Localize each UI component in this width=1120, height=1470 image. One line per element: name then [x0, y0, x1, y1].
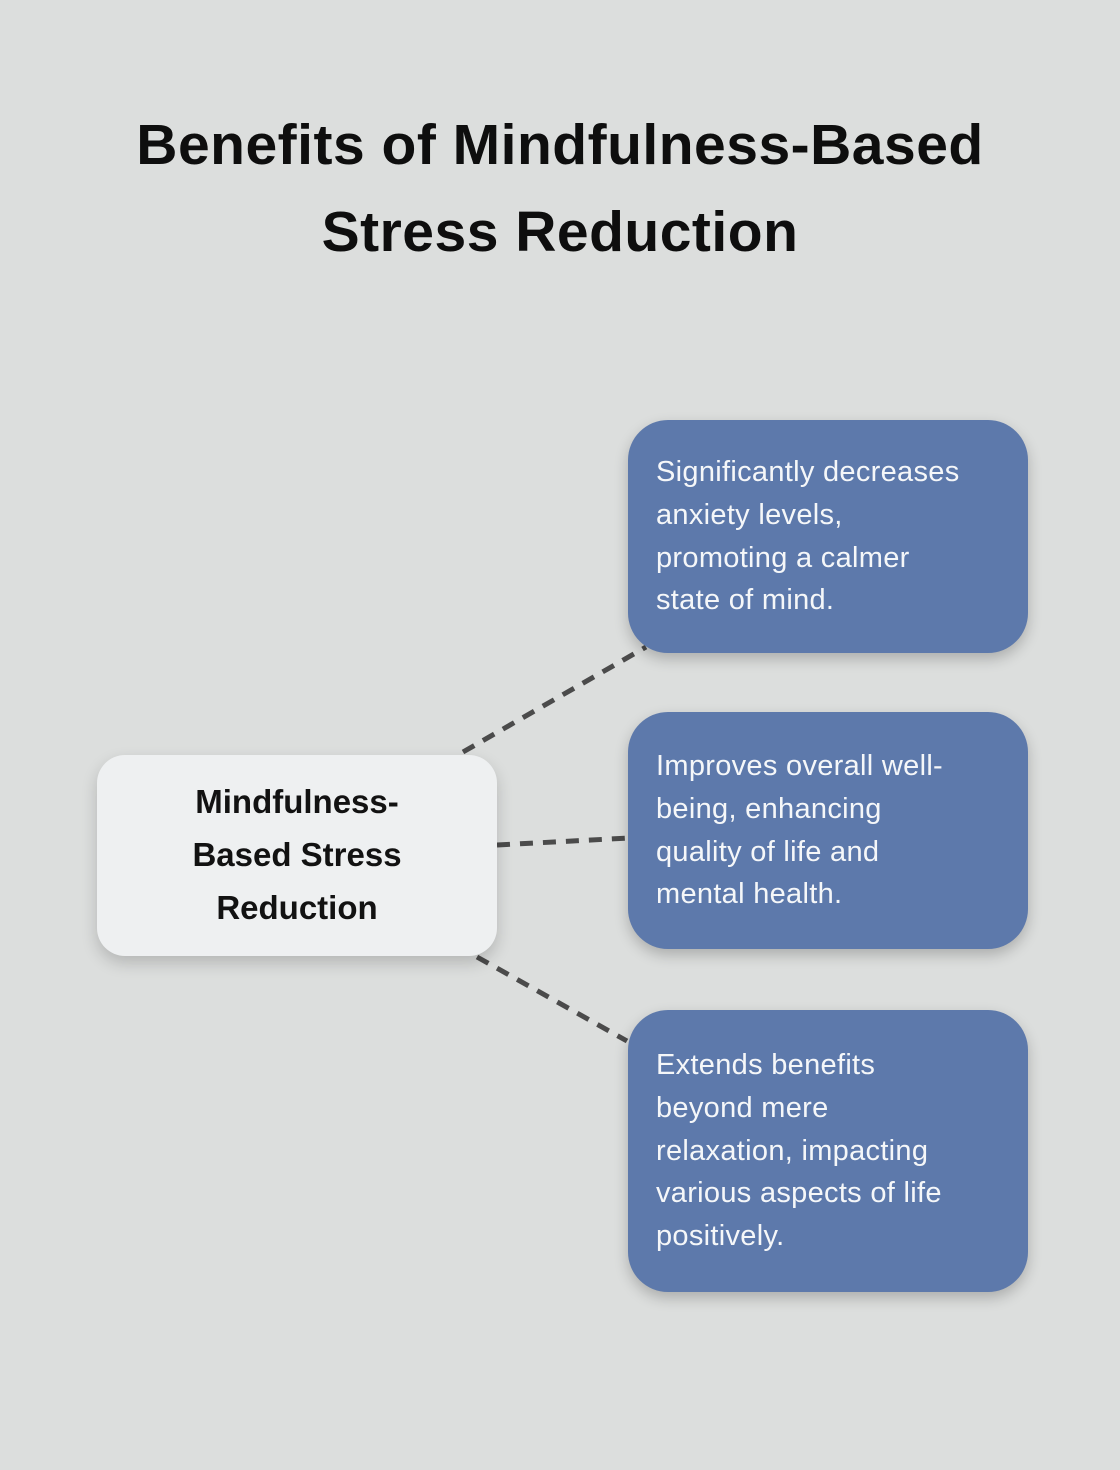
benefit-text: Significantly decreases anxiety levels, …	[656, 455, 960, 617]
benefit-card-anxiety: Significantly decreases anxiety levels, …	[628, 420, 1028, 653]
central-topic-label: Mindfulness- Based Stress Reduction	[192, 783, 402, 926]
central-topic-node: Mindfulness- Based Stress Reduction	[97, 755, 497, 956]
connector-line-top	[461, 644, 648, 755]
benefit-text: Extends benefits beyond mere relaxation,…	[656, 1048, 942, 1253]
benefit-card-wellbeing: Improves overall well- being, enhancing …	[628, 712, 1028, 949]
page-title: Benefits of Mindfulness-Based Stress Red…	[136, 113, 984, 265]
benefit-text: Improves overall well- being, enhancing …	[656, 749, 944, 911]
benefit-card-beyond-relaxation: Extends benefits beyond mere relaxation,…	[628, 1010, 1028, 1292]
connector-line-middle	[496, 835, 630, 848]
connector-line-bottom	[475, 954, 629, 1044]
